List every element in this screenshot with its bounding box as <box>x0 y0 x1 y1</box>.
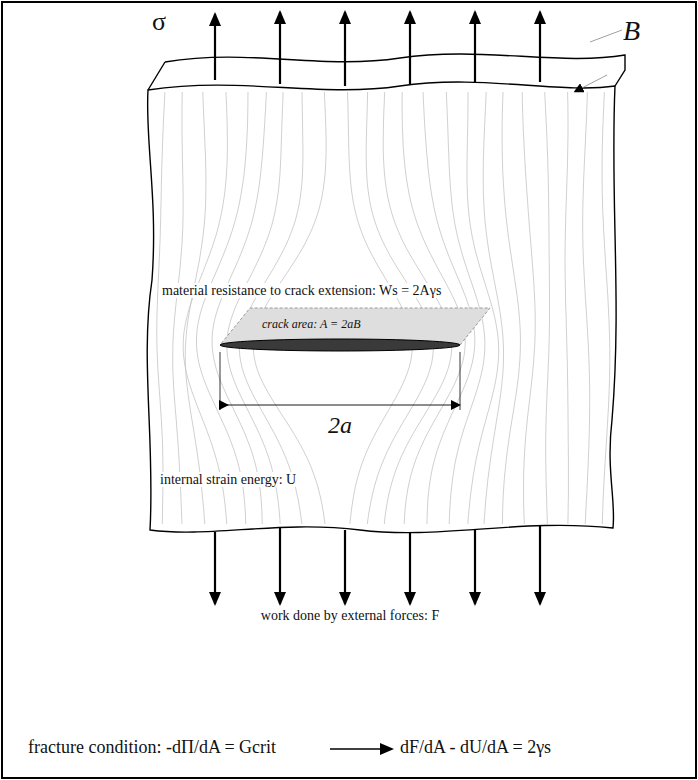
stress-symbol: σ <box>152 8 166 37</box>
stress-flow-line <box>197 92 249 524</box>
stress-flow-lines <box>157 92 610 524</box>
crack <box>220 339 460 351</box>
crack-area-label: crack area: A = 2aB <box>262 318 361 331</box>
fracture-condition-result: dF/dA - dU/dA = 2γs <box>400 738 551 758</box>
thickness-leader <box>578 75 607 90</box>
stress-flow-line <box>583 92 590 524</box>
load-arrows <box>215 12 540 604</box>
fracture-condition: fracture condition: -dΠ/dA = Gcrit <box>28 738 276 758</box>
dimension-extension <box>460 352 461 410</box>
stress-flow-line <box>173 92 183 524</box>
stress-flow-line <box>185 92 206 524</box>
stress-flow-line <box>522 92 535 524</box>
external-work-label: work done by external forces: F <box>261 608 439 623</box>
stress-flow-line <box>183 92 227 524</box>
stress-flow-line <box>157 92 165 524</box>
plate-back-edge <box>165 54 625 86</box>
thickness-label: B <box>623 16 640 47</box>
implication-arrow <box>330 748 392 750</box>
resistance-label: material resistance to crack extension: … <box>160 283 443 298</box>
dimension-extension <box>220 352 221 410</box>
crack-length-dimension: 2a <box>326 412 354 438</box>
stress-flow-line <box>602 92 610 524</box>
stress-flow-line <box>502 92 520 524</box>
strain-energy-label: internal strain energy: U <box>158 472 298 487</box>
plate-front-face <box>147 82 616 533</box>
plate-corner-edge <box>148 62 165 90</box>
stress-flow-line <box>545 92 550 524</box>
thickness-leader <box>590 30 622 42</box>
dimension-line <box>224 405 456 406</box>
stress-flow-line <box>565 92 568 524</box>
